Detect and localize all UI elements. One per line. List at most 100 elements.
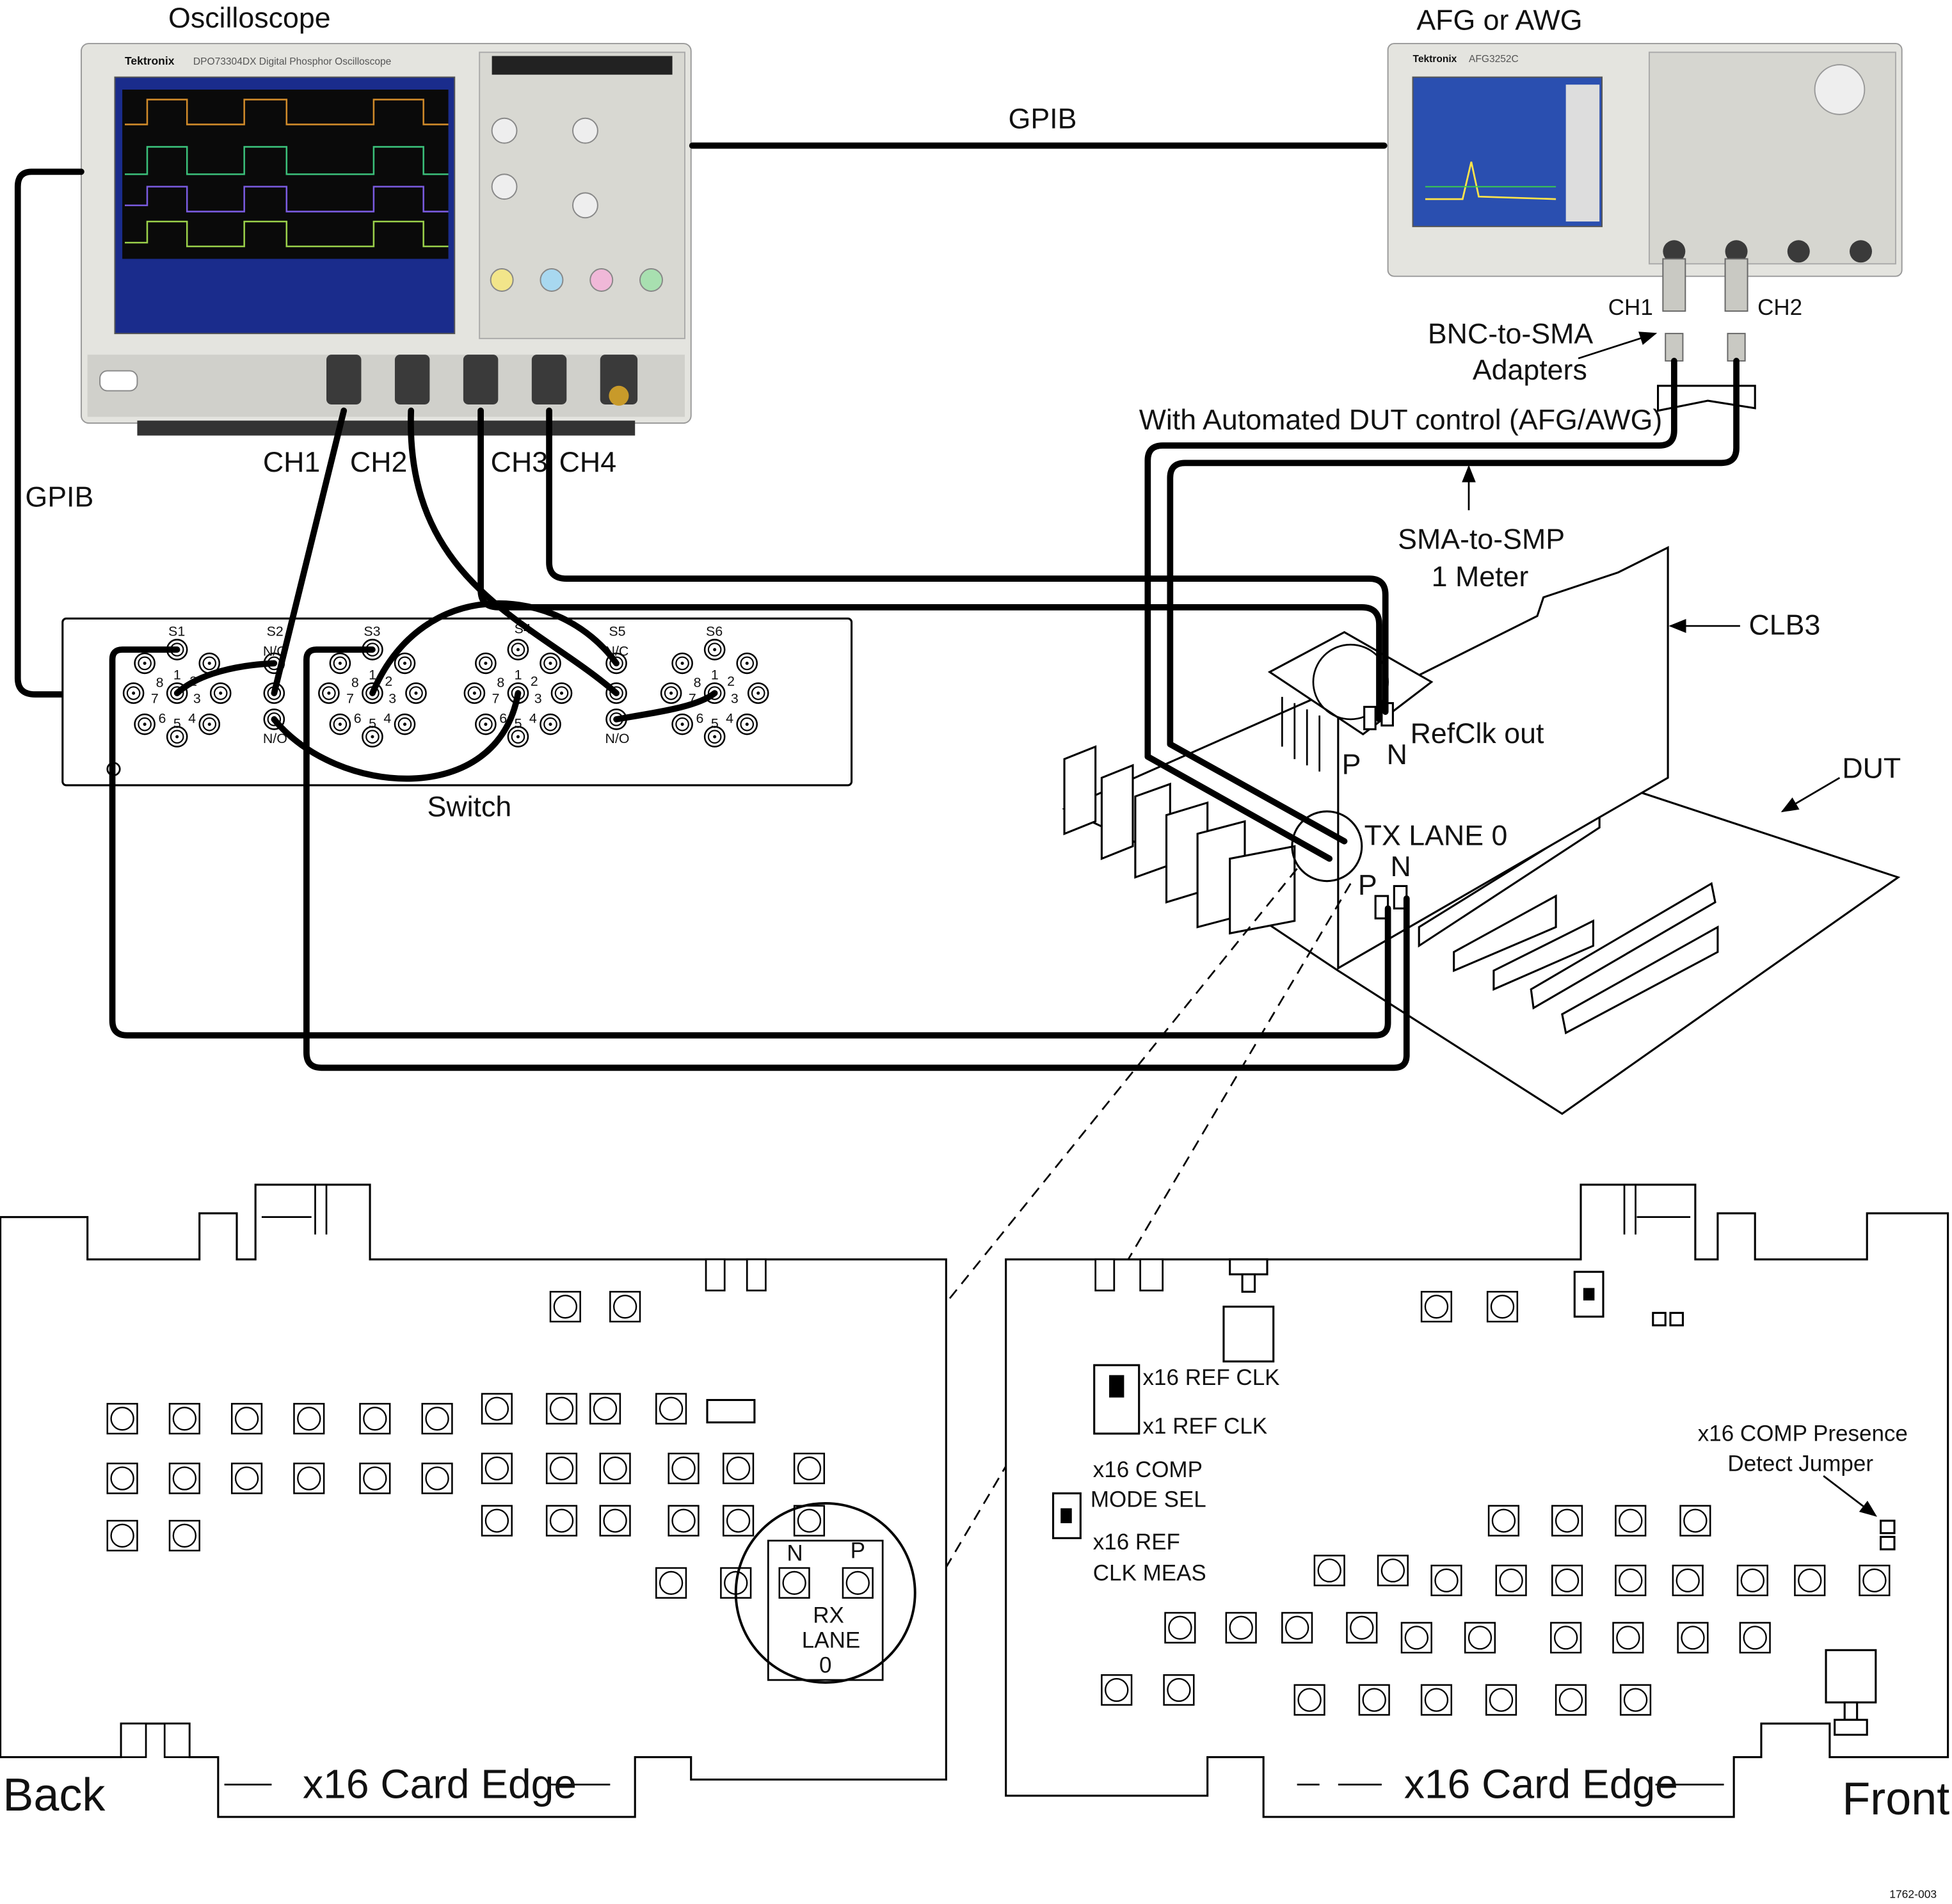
pad (1346, 1612, 1378, 1644)
comp-mode-label-1: x16 COMP (1093, 1457, 1203, 1482)
switch-port-number: 4 (726, 711, 733, 726)
x1-ref-clk-label: x1 REF CLK (1143, 1414, 1268, 1439)
switch-port (122, 682, 145, 704)
scope-ch3-label: CH3 (491, 447, 548, 478)
pad (230, 1462, 263, 1494)
pad (545, 1505, 578, 1537)
pad (1615, 1564, 1647, 1597)
pad (1495, 1564, 1527, 1597)
front-card-edge-label: x16 Card Edge (1404, 1761, 1678, 1807)
switch-port (198, 713, 221, 735)
pad (421, 1462, 453, 1494)
scope-ch1-label: CH1 (263, 447, 320, 478)
comp-mode-switch (1052, 1492, 1082, 1539)
switch-box (61, 617, 853, 787)
switch-port (394, 652, 416, 675)
pad (106, 1462, 138, 1494)
signal-generator: Tektronix AFG3252C (1387, 43, 1903, 362)
pad (778, 1567, 810, 1599)
pad (1225, 1612, 1257, 1644)
tx-lane-label: TX LANE 0 (1364, 820, 1508, 851)
rx-label-1: RX (813, 1603, 844, 1628)
switch-port (747, 682, 769, 704)
presence-jumper-pointer (1823, 1475, 1877, 1517)
switch-port (475, 652, 497, 675)
refclk-n-label: N (1387, 739, 1407, 771)
cable-ch4-to-refclk-n (546, 407, 1389, 716)
pad (1859, 1564, 1891, 1597)
switch-port-number: 4 (529, 711, 537, 726)
pad (359, 1462, 391, 1494)
dut-label: DUT (1842, 753, 1901, 784)
switch-port-number: 8 (694, 675, 701, 690)
scope-model: DPO73304DX Digital Phosphor Oscilloscope (193, 56, 391, 67)
pad (1487, 1505, 1520, 1537)
switch-port (198, 652, 221, 675)
switch-port-number: 7 (689, 691, 696, 707)
pad (609, 1291, 641, 1323)
rx-label-3: 0 (819, 1652, 831, 1677)
pad (599, 1452, 631, 1485)
switch-port (660, 682, 682, 704)
pad (1101, 1674, 1133, 1706)
pad (1736, 1564, 1768, 1597)
clb3-card (1337, 546, 1669, 970)
pad (723, 1505, 755, 1537)
pad (106, 1519, 138, 1552)
switch-port (703, 639, 726, 660)
cables (109, 358, 1740, 1071)
pad (293, 1462, 325, 1494)
switch-port (671, 652, 693, 675)
pad (481, 1393, 513, 1425)
x16-ref-clk-label: x16 REF CLK (1143, 1365, 1280, 1390)
pad (293, 1403, 325, 1435)
ref-meas-label-1: x16 REF (1093, 1530, 1180, 1555)
switch-port-number: 3 (731, 691, 739, 707)
afg-ch1-label: CH1 (1608, 295, 1653, 320)
pad (655, 1567, 687, 1599)
pad (1164, 1612, 1196, 1644)
pad (1377, 1555, 1409, 1587)
clb3-label: CLB3 (1749, 610, 1821, 641)
oscilloscope-title: Oscilloscope (168, 3, 331, 34)
pad (1555, 1684, 1587, 1716)
pad (545, 1393, 578, 1425)
pad (1619, 1684, 1652, 1716)
pad (1672, 1564, 1704, 1597)
switch-s3: S3 (364, 624, 380, 639)
cable-afg-ch1-to-tx (1144, 358, 1677, 862)
pad (481, 1452, 513, 1485)
back-card-outline (0, 1183, 947, 1818)
switch-port-number: 1 (173, 668, 181, 683)
gpib-top-label: GPIB (1009, 103, 1077, 134)
pad (1464, 1622, 1496, 1654)
switch-port-number: 3 (534, 691, 542, 707)
switch-port (540, 652, 561, 675)
pad (793, 1505, 826, 1537)
rx-p-label: P (851, 1538, 865, 1563)
pad (1400, 1622, 1432, 1654)
gpib-cable-left (14, 168, 84, 698)
cable-ch1-to-s2 (271, 407, 348, 696)
pad (1313, 1555, 1345, 1587)
pad (668, 1505, 700, 1537)
cable-s1-to-tx-p (109, 646, 1391, 1039)
scope-ch4-label: CH4 (559, 447, 616, 478)
cable-s2no-to-s4 (271, 690, 522, 782)
presence-label-1: x16 COMP Presence (1698, 1421, 1908, 1446)
pad (1679, 1505, 1711, 1537)
switch-port (736, 713, 758, 735)
switch-port (209, 682, 232, 704)
switch-s5: S5 (609, 624, 625, 639)
bnc-adapters-label-2: Adapters (1473, 355, 1587, 386)
switch-port-number: 5 (515, 716, 522, 732)
switch-port (405, 682, 427, 704)
switch-port (362, 726, 383, 748)
pad (1612, 1622, 1644, 1654)
pad (168, 1519, 200, 1552)
switch-port (329, 713, 351, 735)
switch-port-number: 7 (151, 691, 159, 707)
switch-port-number: 4 (188, 711, 196, 726)
switch-port (671, 713, 693, 735)
